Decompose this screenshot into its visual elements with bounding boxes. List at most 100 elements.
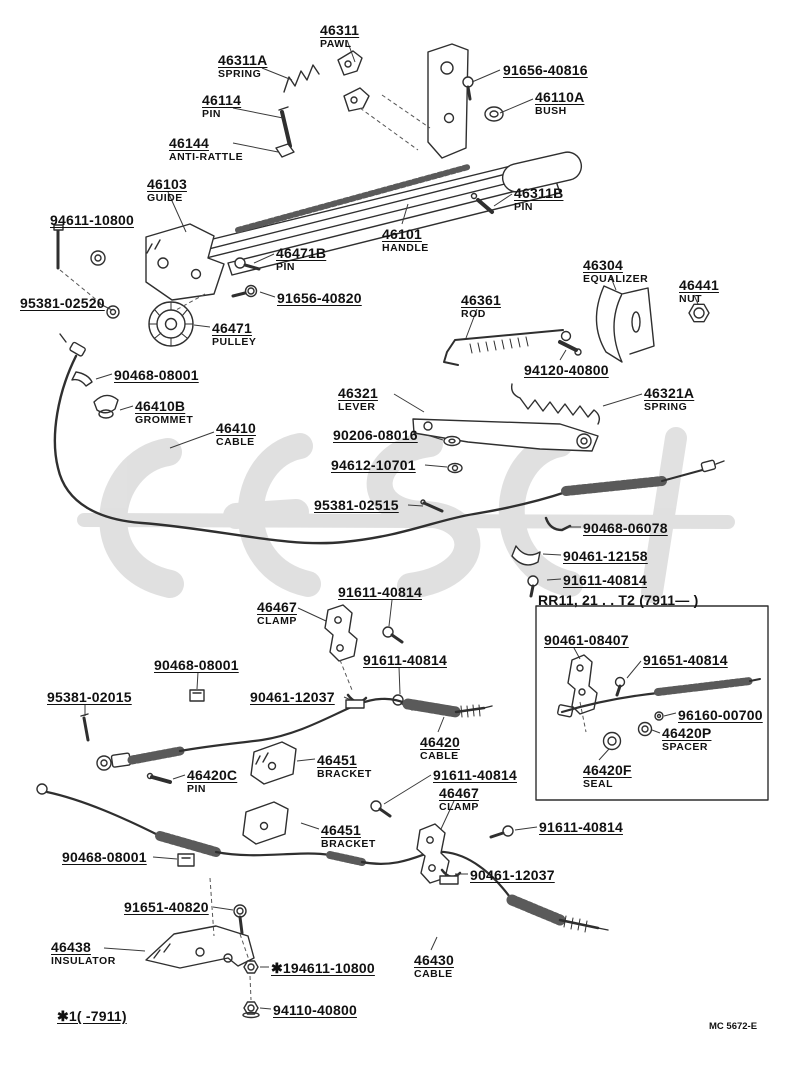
part-descriptor: LEVER [338,401,376,414]
inset-box [535,605,769,801]
part-number[interactable]: 94110-40800 [273,1002,357,1018]
part-number[interactable]: 90468-08001 [114,367,199,383]
part-number[interactable]: 46420 [420,734,460,750]
part-descriptor: CABLE [414,968,453,981]
part-number[interactable]: 91611-40814 [338,584,422,600]
part-number[interactable]: 46361 [461,292,501,308]
part-number[interactable]: 91611-40814 [433,767,517,783]
part-number[interactable]: 90468-06078 [583,520,668,536]
part-number[interactable]: 46420F [583,762,632,778]
equalizer-group [443,285,710,366]
part-number[interactable]: 90461-12158 [563,548,648,564]
part-label: 90468-08001 [62,849,147,866]
part-number[interactable]: 46110A [535,89,585,105]
part-number[interactable]: 46441 [679,277,719,293]
part-number[interactable]: 46101 [382,226,422,242]
inset-header-text: RR11, 21 . . T2 (7911— ) [538,592,699,608]
part-number[interactable]: 46467 [439,785,479,801]
part-number[interactable]: 46467 [257,599,297,615]
part-number[interactable]: 46311B [514,185,564,201]
part-number[interactable]: 90468-08001 [62,849,147,865]
part-number[interactable]: 95381-02515 [314,497,399,513]
part-number[interactable]: 96160-00700 [678,707,763,723]
part-number[interactable]: 91656-40816 [503,62,588,78]
part-descriptor: BRACKET [321,838,376,851]
part-descriptor: HANDLE [382,242,429,255]
part-descriptor: CABLE [420,750,459,763]
part-label: 91611-40814 [563,572,647,589]
part-number[interactable]: 90461-12037 [470,867,555,883]
part-number[interactable]: 46471B [276,245,327,261]
part-label: 95381-02520 [20,295,105,312]
part-number[interactable]: 90461-12037 [250,689,335,705]
part-label: 94612-10701 [331,457,416,474]
part-number[interactable]: 95381-02520 [20,295,105,311]
part-label: 90461-12037 [250,689,335,706]
part-number[interactable]: 46311A [218,52,268,68]
part-descriptor: PIN [187,783,207,796]
watermark [77,427,735,603]
part-number[interactable]: 90461-08407 [544,632,629,648]
part-number[interactable]: 91656-40820 [277,290,362,306]
part-number[interactable]: 46438 [51,939,91,955]
part-label: 91611-40814 [433,767,517,784]
part-number[interactable]: 46430 [414,952,454,968]
part-number[interactable]: ✱194611-10800 [271,960,375,976]
part-number[interactable]: 91651-40814 [643,652,728,668]
part-number[interactable]: 91611-40814 [539,819,623,835]
part-number[interactable]: 46451 [321,822,361,838]
part-number[interactable]: 46471 [212,320,252,336]
part-number[interactable]: 46114 [202,92,242,108]
part-descriptor: CABLE [216,436,255,449]
part-number[interactable]: 46420C [187,767,238,783]
part-descriptor: PIN [202,108,222,121]
part-number[interactable]: 91611-40814 [563,572,647,588]
part-label: 96160-00700 [678,707,763,724]
part-descriptor: GUIDE [147,192,183,205]
part-label: 91611-40814 [363,652,447,669]
part-number[interactable]: 91651-40820 [124,899,209,915]
part-descriptor: ANTI-RATTLE [169,151,244,164]
part-number[interactable]: 46410 [216,420,256,436]
doc-code-text: MC 5672-E [709,1021,758,1032]
part-number[interactable]: 90206-08016 [333,427,418,443]
lever-group [412,383,601,513]
leader-lines [84,39,699,1010]
part-label: 90468-08001 [114,367,199,384]
part-number[interactable]: 94612-10701 [331,457,416,473]
cable-46430 [36,713,609,933]
part-number[interactable]: 46451 [317,752,357,768]
part-number[interactable]: 90468-08001 [154,657,239,673]
cable-46420 [96,689,493,785]
part-number[interactable]: 46321 [338,385,378,401]
part-number[interactable]: 46410B [135,398,186,414]
part-descriptor: CLAMP [439,801,479,814]
part-number[interactable]: 46420P [662,725,712,741]
part-number[interactable]: 46103 [147,176,187,192]
part-number[interactable]: 94120-40800 [524,362,609,378]
part-number[interactable]: 94611-10800 [50,212,134,228]
part-number[interactable]: 46321A [644,385,695,401]
part-number[interactable]: 46144 [169,135,209,151]
part-number[interactable]: 91611-40814 [363,652,447,668]
part-number[interactable]: 46304 [583,257,623,273]
part-label: 91611-40814 [338,584,422,601]
part-descriptor: PIN [514,201,534,214]
part-descriptor: SPRING [218,68,262,81]
part-number[interactable]: 46311 [320,22,360,38]
part-number[interactable]: 95381-02015 [47,689,132,705]
